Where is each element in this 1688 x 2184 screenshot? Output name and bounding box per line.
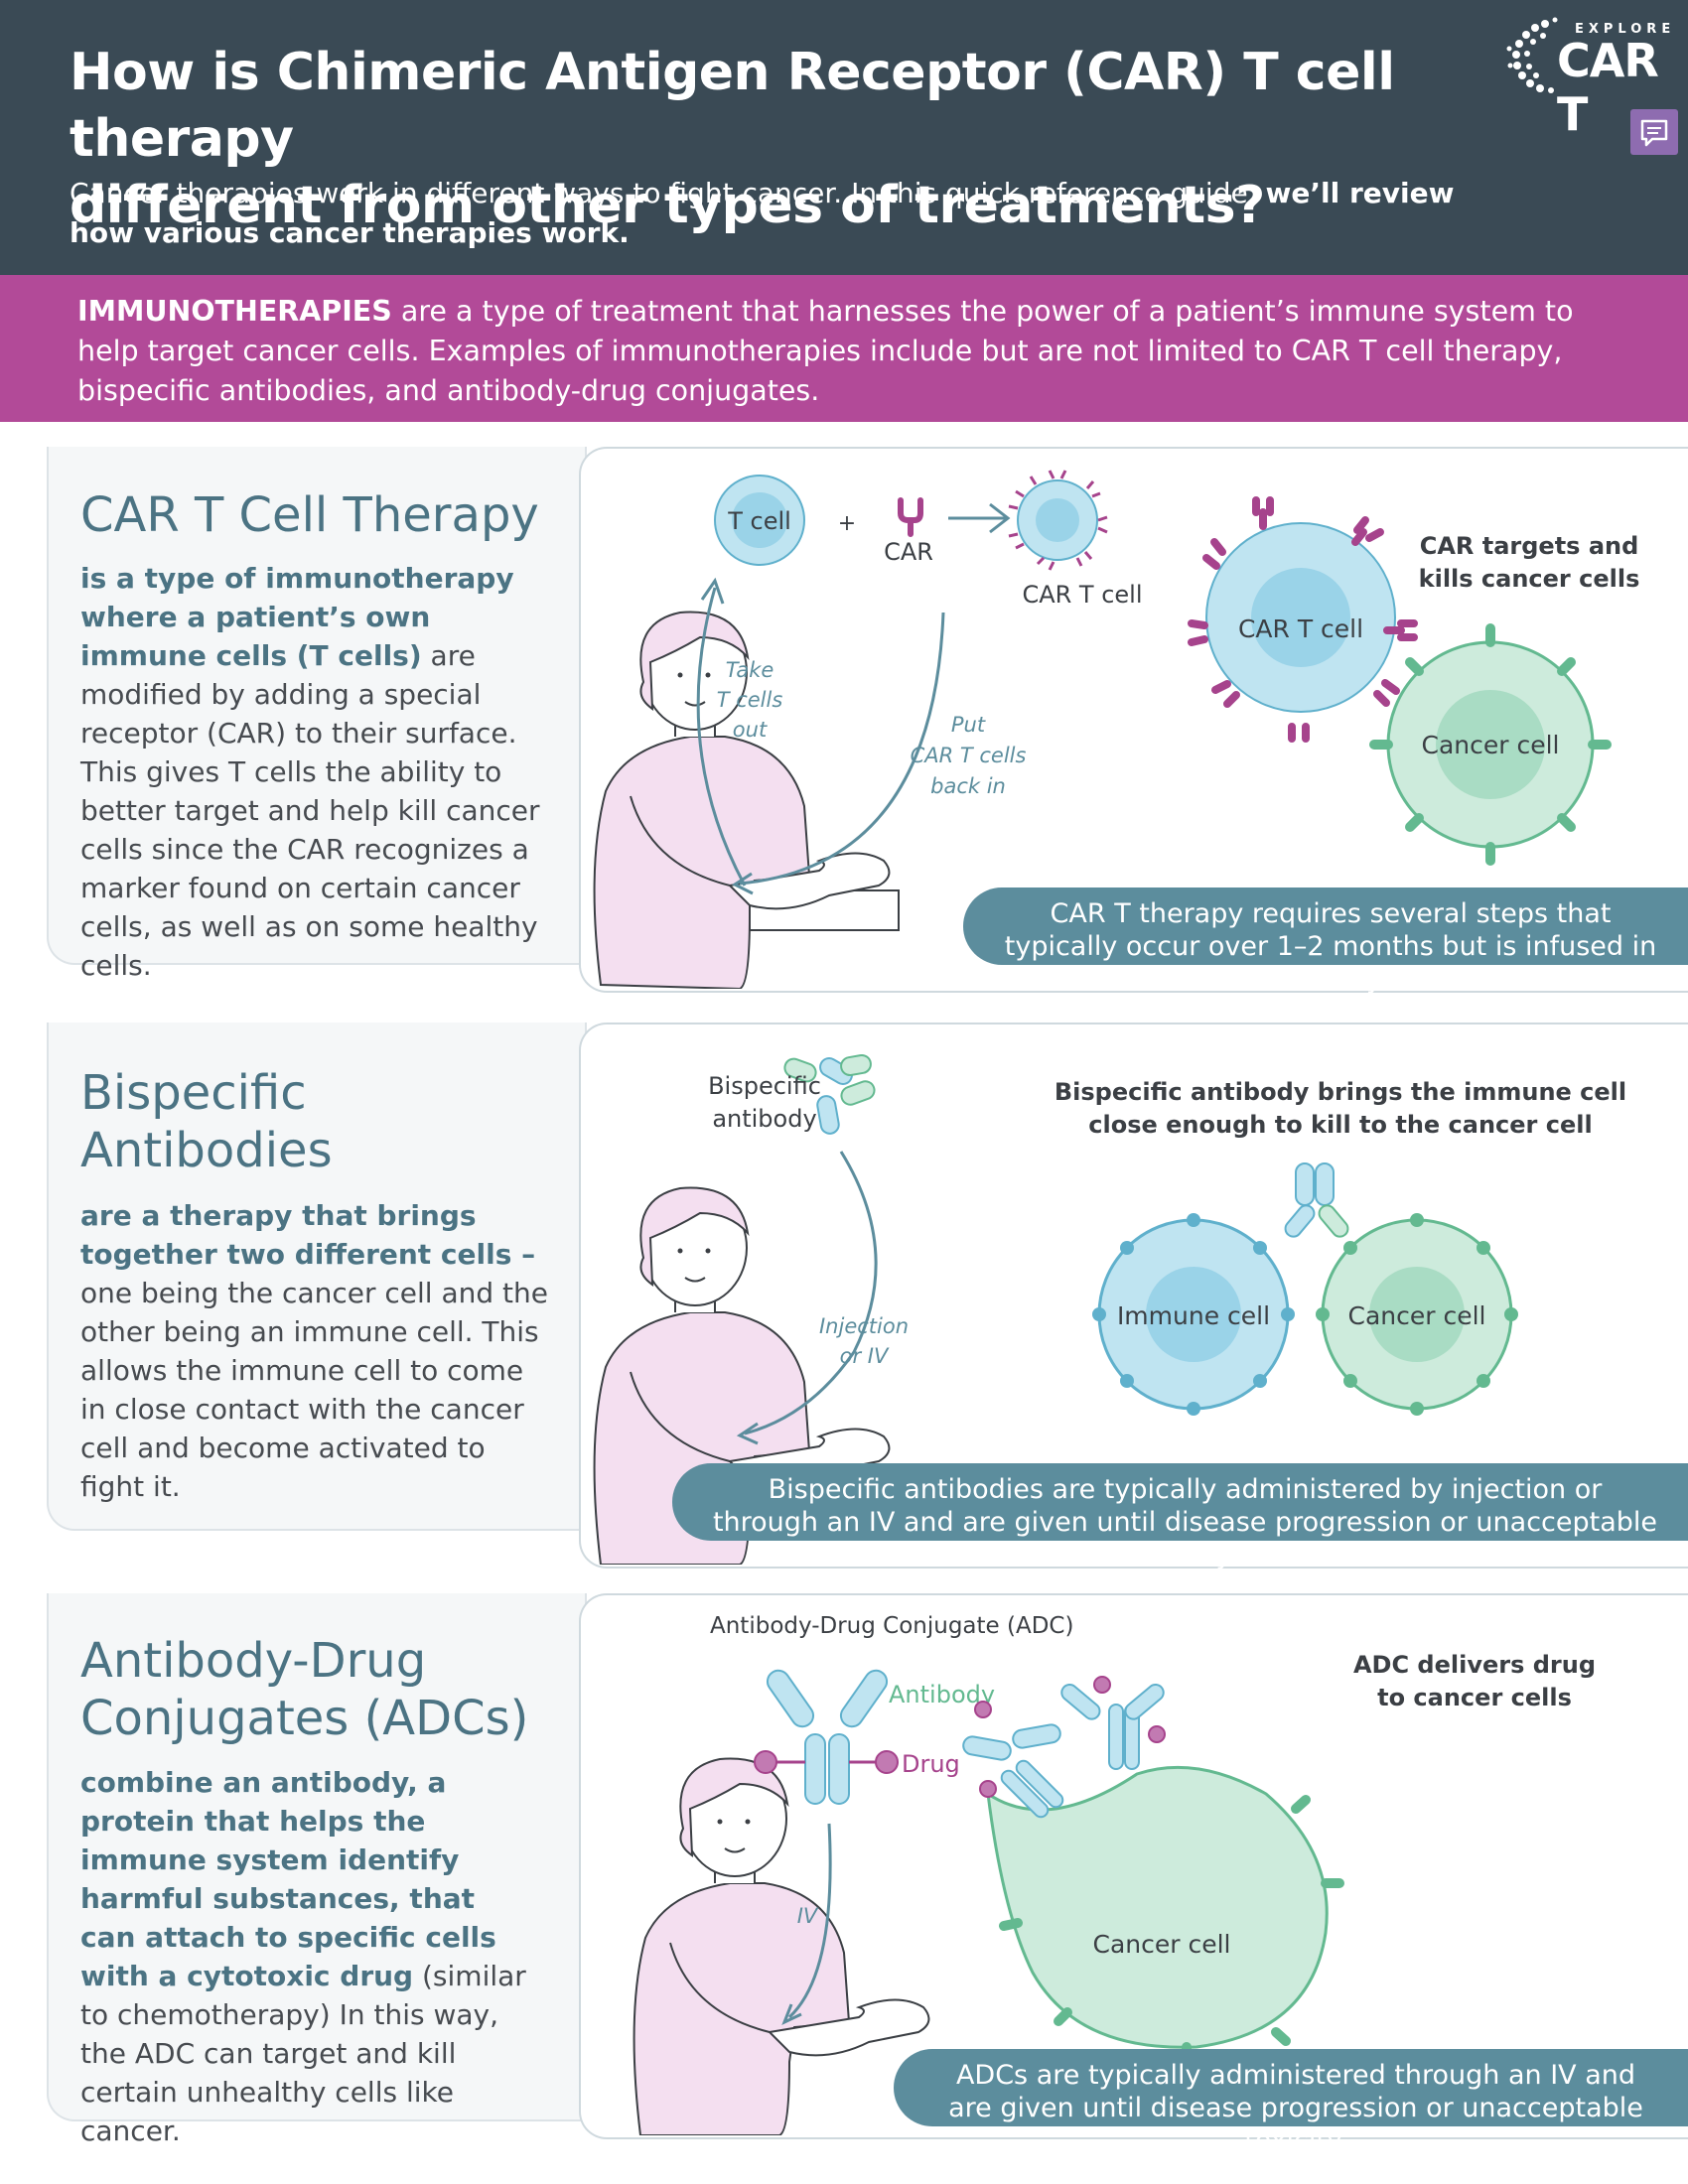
put-back-line-3: back in <box>930 774 1006 798</box>
car-receptor-icon <box>898 497 923 537</box>
cart-diagram: Take T cells out Put CAR T cells back in… <box>593 470 1640 989</box>
bispecific-heading-line-2: close enough to kill to the cancer cell <box>1088 1111 1592 1139</box>
bispecific-body-text: one being the cancer cell and the other … <box>80 1277 548 1503</box>
adc-cancer-cell-icon <box>986 1765 1344 2066</box>
cart-body-bold: is a type of immunotherapy where a patie… <box>80 562 514 672</box>
patient-figure-1 <box>593 611 900 989</box>
intro-body: are a type of treatment that harnesses t… <box>77 295 1574 407</box>
comment-icon <box>1640 119 1668 147</box>
page-title: How is Chimeric Antigen Receptor (CAR) T… <box>70 40 1519 239</box>
bridging-antibody-icon <box>1284 1162 1349 1238</box>
patient-figure-2 <box>593 1186 891 1565</box>
adc-caption: ADCs are typically administered through … <box>894 2049 1688 2156</box>
adc-body-bold: combine an antibody, a protein that help… <box>80 1766 496 1992</box>
adc-heading-line-2: to cancer cells <box>1377 1684 1572 1711</box>
bispecific-antibody-label-1: Bispecific <box>708 1072 821 1100</box>
intro-bold: IMMUNOTHERAPIES <box>77 295 392 328</box>
adc-antibody-icon <box>754 1669 899 1805</box>
put-back-line-1: Put <box>951 713 986 737</box>
adc-route-label: IV <box>797 1904 819 1928</box>
t-cell-label: T cell <box>727 507 791 535</box>
small-cart-cell-icon <box>1008 470 1108 571</box>
t-cell-icon <box>714 475 805 566</box>
injection-route-line-1: Injection <box>819 1314 909 1338</box>
bispecific-heading-line-1: Bispecific antibody brings the immune ce… <box>1055 1078 1626 1106</box>
bound-adc-icons <box>962 1676 1166 1819</box>
cart-section-body: is a type of immunotherapy where a patie… <box>80 559 547 985</box>
logo-cart-text: CAR T <box>1557 34 1659 141</box>
logo-dots-icon <box>1506 17 1558 93</box>
bispecific-antibody-label-2: antibody <box>712 1105 816 1133</box>
car-label: CAR <box>884 538 933 566</box>
targets-heading-line-1: CAR targets and <box>1420 532 1639 560</box>
bispecific-title-line-1: Bispecific <box>80 1065 307 1121</box>
plus-sign: + <box>838 511 856 536</box>
take-out-line-1: Take <box>726 658 774 682</box>
subtitle-bold: we’ll review how various cancer therapie… <box>70 177 1455 249</box>
adc-diagram: Antibody-Drug Conjugate (ADC) Antibody D… <box>633 1613 1596 2135</box>
cancer-cell-icon <box>1369 623 1612 866</box>
bispecific-section-body: are a therapy that brings together two d… <box>80 1196 557 1506</box>
take-out-line-3: out <box>733 718 768 742</box>
injection-route-line-2: or IV <box>840 1344 890 1368</box>
bispecific-text-card <box>47 1023 587 1531</box>
bispecific-caption: Bispecific antibodies are typically admi… <box>672 1463 1688 1570</box>
adc-title-line-2: Conjugates (ADCs) <box>80 1691 529 1746</box>
adc-cancer-cell-label: Cancer cell <box>1093 1930 1231 1959</box>
logo-explore-text: EXPLORE <box>1575 22 1676 37</box>
immune-cell-label: Immune cell <box>1117 1301 1270 1330</box>
immunotherapies-band <box>0 275 1688 422</box>
bispecific-diagram: Bispecific antibody Injection or IV Bisp… <box>593 1053 1626 1565</box>
adc-label: Antibody-Drug Conjugate (ADC) <box>710 1613 1073 1639</box>
subtitle-text: Cancer therapies work in different ways … <box>70 177 1266 209</box>
bispecific-cancer-cell-label: Cancer cell <box>1348 1301 1486 1330</box>
intro-text: IMMUNOTHERAPIES are a type of treatment … <box>77 292 1626 411</box>
comment-button[interactable] <box>1630 109 1678 155</box>
arrow-icon <box>948 502 1011 534</box>
adc-section-body: combine an antibody, a protein that help… <box>80 1763 532 2150</box>
title-line-2: different from other types of treatments… <box>70 176 1265 235</box>
cart-caption: CAR T therapy requires several steps tha… <box>963 887 1688 995</box>
cart-body-text: are modified by adding a special recepto… <box>80 639 540 982</box>
adc-title-line-1: Antibody-Drug <box>80 1633 427 1689</box>
title-line-1: How is Chimeric Antigen Receptor (CAR) T… <box>70 43 1395 169</box>
cart-text-card <box>47 447 587 965</box>
bispecific-cancer-cell-icon <box>1316 1213 1518 1416</box>
put-back-line-2: CAR T cells <box>911 744 1027 767</box>
adc-heading-line-1: ADC delivers drug <box>1353 1651 1596 1679</box>
cancer-cell-label: Cancer cell <box>1422 731 1560 759</box>
small-cart-cell-label: CAR T cell <box>1022 581 1142 609</box>
take-out-line-2: T cells <box>717 688 783 712</box>
adc-body-text: (similar to chemotherapy) In this way, t… <box>80 1960 526 2147</box>
header-banner <box>0 0 1688 275</box>
cart-cell-label: CAR T cell <box>1238 614 1363 643</box>
drug-label: Drug <box>902 1750 960 1778</box>
bispecific-title-line-2: Antibodies <box>80 1123 333 1178</box>
cart-cell-icon <box>1188 496 1418 743</box>
targets-heading-line-2: kills cancer cells <box>1419 565 1640 593</box>
immune-cell-icon <box>1092 1213 1295 1416</box>
page-subtitle: Cancer therapies work in different ways … <box>70 174 1479 253</box>
explore-cart-logo[interactable]: EXPLORE CAR T <box>1505 14 1676 141</box>
bispecific-antibody-icon <box>783 1053 876 1135</box>
cart-section-title: CAR T Cell Therapy <box>80 487 539 543</box>
patient-figure-3 <box>633 1757 930 2135</box>
bispecific-body-bold: are a therapy that brings together two d… <box>80 1199 536 1271</box>
